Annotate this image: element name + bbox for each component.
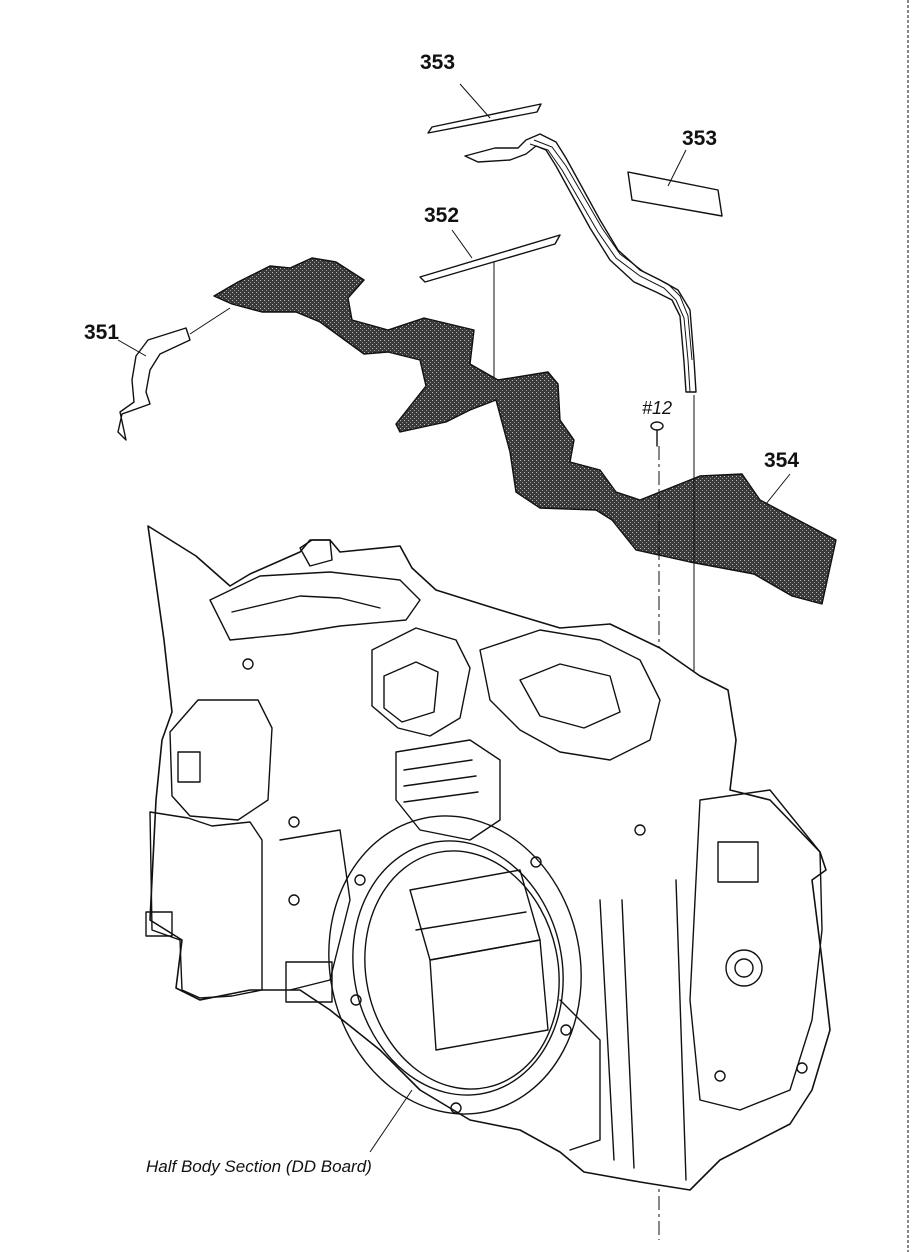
label-screw-12: #12 [642, 398, 672, 418]
label-part-351: 351 [84, 321, 119, 344]
part-353-right-sheet [627, 149, 723, 217]
label-part-353-top: 353 [420, 51, 455, 74]
diagram-caption: Half Body Section (DD Board) [146, 1157, 372, 1176]
part-354-dd-board [213, 257, 837, 605]
part-352-sheet [419, 229, 561, 382]
label-part-353-right: 353 [682, 127, 717, 150]
part-353-upper-sheet [427, 83, 542, 134]
part-351-flex [117, 307, 231, 441]
camera-half-body [145, 525, 831, 1191]
leader-354 [765, 473, 791, 505]
flex-cable-353 [464, 133, 697, 393]
caption-leader-line [369, 1089, 413, 1153]
label-part-354: 354 [764, 449, 799, 472]
label-part-352: 352 [424, 204, 459, 227]
